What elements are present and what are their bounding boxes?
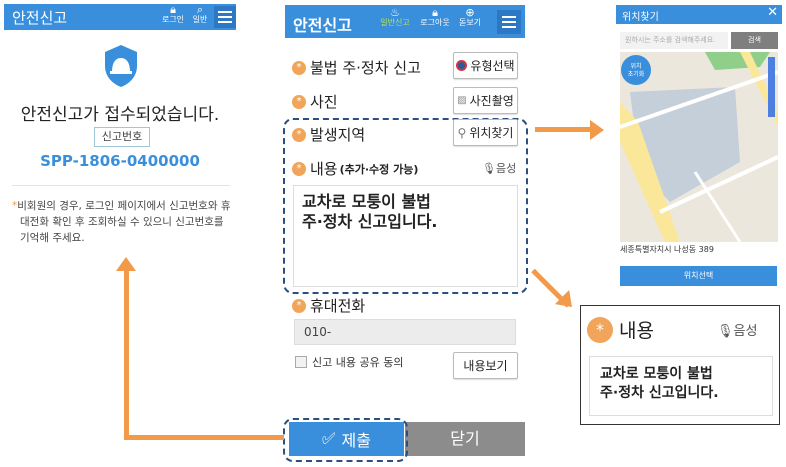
siren-icon: ♨ [390, 6, 400, 19]
photo-button[interactable]: ▨사진촬영 [453, 87, 518, 114]
lock-icon: 🔒︎ [432, 6, 438, 19]
view-content-button[interactable]: 내용보기 [453, 352, 518, 379]
arrow-head-icon [116, 257, 136, 271]
submit-button[interactable]: ✅︎제출 [289, 422, 404, 456]
submit-highlight [283, 418, 408, 462]
general-button[interactable]: ⌕일반 [189, 3, 211, 25]
content-textarea[interactable]: 교차로 모퉁이 불법 주·정차 신고입니다. [293, 185, 518, 287]
address-search-input[interactable]: 원하시는 주소를 검색해주세요. [620, 32, 728, 49]
general-report-tab[interactable]: ♨일반신고 [375, 6, 415, 28]
form-header: 안전신고 ♨일반신고 🔒︎로그아웃 ⊕돋보기 [285, 5, 525, 38]
consent-label: 신고 내용 공유 동의 [312, 356, 404, 369]
voice-button[interactable]: 🎙︎음성 [482, 162, 517, 175]
required-icon: * [292, 161, 306, 176]
magnifier-button[interactable]: ⊕돋보기 [455, 6, 485, 28]
close-button[interactable]: 닫기 [405, 422, 525, 456]
location-row: *발생지역 [292, 124, 365, 145]
reset-location-button[interactable]: 위치 [630, 62, 641, 70]
required-icon: * [292, 60, 306, 75]
popup-header: 위치찾기 ✕ [616, 5, 782, 24]
arrow-head-icon [590, 120, 604, 140]
logout-button[interactable]: 🔒︎로그아웃 [417, 6, 453, 28]
divider [12, 185, 230, 186]
report-number: SPP-1806-0400000 [40, 152, 200, 170]
required-icon: * [292, 94, 306, 109]
image-icon: ▨ [457, 95, 467, 106]
close-icon[interactable]: ✕ [767, 5, 778, 20]
content-textarea-zoom: 교차로 모퉁이 불법 주·정차 신고입니다. [589, 356, 773, 416]
photo-row: *사진 [292, 91, 338, 112]
microphone-icon: 🎙︎ [717, 324, 734, 339]
done-message: 안전신고가 접수되었습니다. [20, 105, 220, 125]
no-parking-icon [456, 60, 468, 71]
phone-row: *휴대전화 [292, 295, 365, 316]
find-location-button[interactable]: ⚲위치찾기 [453, 119, 518, 146]
search-button[interactable]: 검색 [731, 32, 778, 49]
required-icon: * [292, 127, 306, 142]
app-title: 안전신고 [293, 16, 352, 35]
zoom-in-icon: ⊕ [465, 6, 475, 19]
app-title: 안전신고 [12, 9, 68, 27]
menu-button[interactable] [214, 6, 236, 28]
required-icon: * [292, 298, 306, 313]
location-content-highlight [283, 118, 528, 294]
select-location-button[interactable]: 위치선택 [620, 266, 777, 286]
arrow-to-done-vertical [124, 270, 129, 440]
map-view[interactable]: 위치 초기화 [620, 52, 778, 242]
required-icon: * [587, 316, 613, 343]
arrow-to-popup [535, 127, 593, 132]
report-number-label: 신고번호 [94, 127, 150, 147]
login-button[interactable]: 🔒︎로그인 [159, 3, 187, 25]
type-select-button[interactable]: 유형선택 [453, 52, 518, 79]
safety-shield-icon [105, 45, 137, 87]
done-header: 안전신고 🔒︎로그인 ⌕일반 [4, 4, 236, 30]
non-member-note: *비회원의 경우, 로그인 페이지에서 신고번호와 휴대전화 확인 후 조회하실… [12, 200, 231, 244]
microphone-icon: 🎙︎ [482, 162, 496, 175]
document-check-icon: ✅︎ [322, 429, 336, 448]
phone-input[interactable]: 010- [294, 319, 516, 345]
map-pin-icon: ⚲ [457, 125, 467, 140]
selected-address: 세종특별자치시 나성동 389 [620, 245, 714, 254]
menu-button[interactable] [497, 10, 521, 34]
arrow-to-done [124, 435, 284, 440]
voice-button[interactable]: 🎙︎음성 [717, 324, 758, 339]
lock-icon: 🔒︎ [170, 3, 176, 16]
content-zoom-box: *내용 🎙︎음성 교차로 모퉁이 불법 주·정차 신고입니다. [580, 305, 780, 425]
consent-checkbox[interactable] [295, 356, 307, 368]
search-icon: ⌕ [196, 3, 204, 16]
type-row: *불법 주·정차 신고 [292, 57, 421, 78]
svg-text:초기화: 초기화 [628, 70, 645, 78]
content-row: *내용(추가·수정 가능) [292, 158, 418, 179]
